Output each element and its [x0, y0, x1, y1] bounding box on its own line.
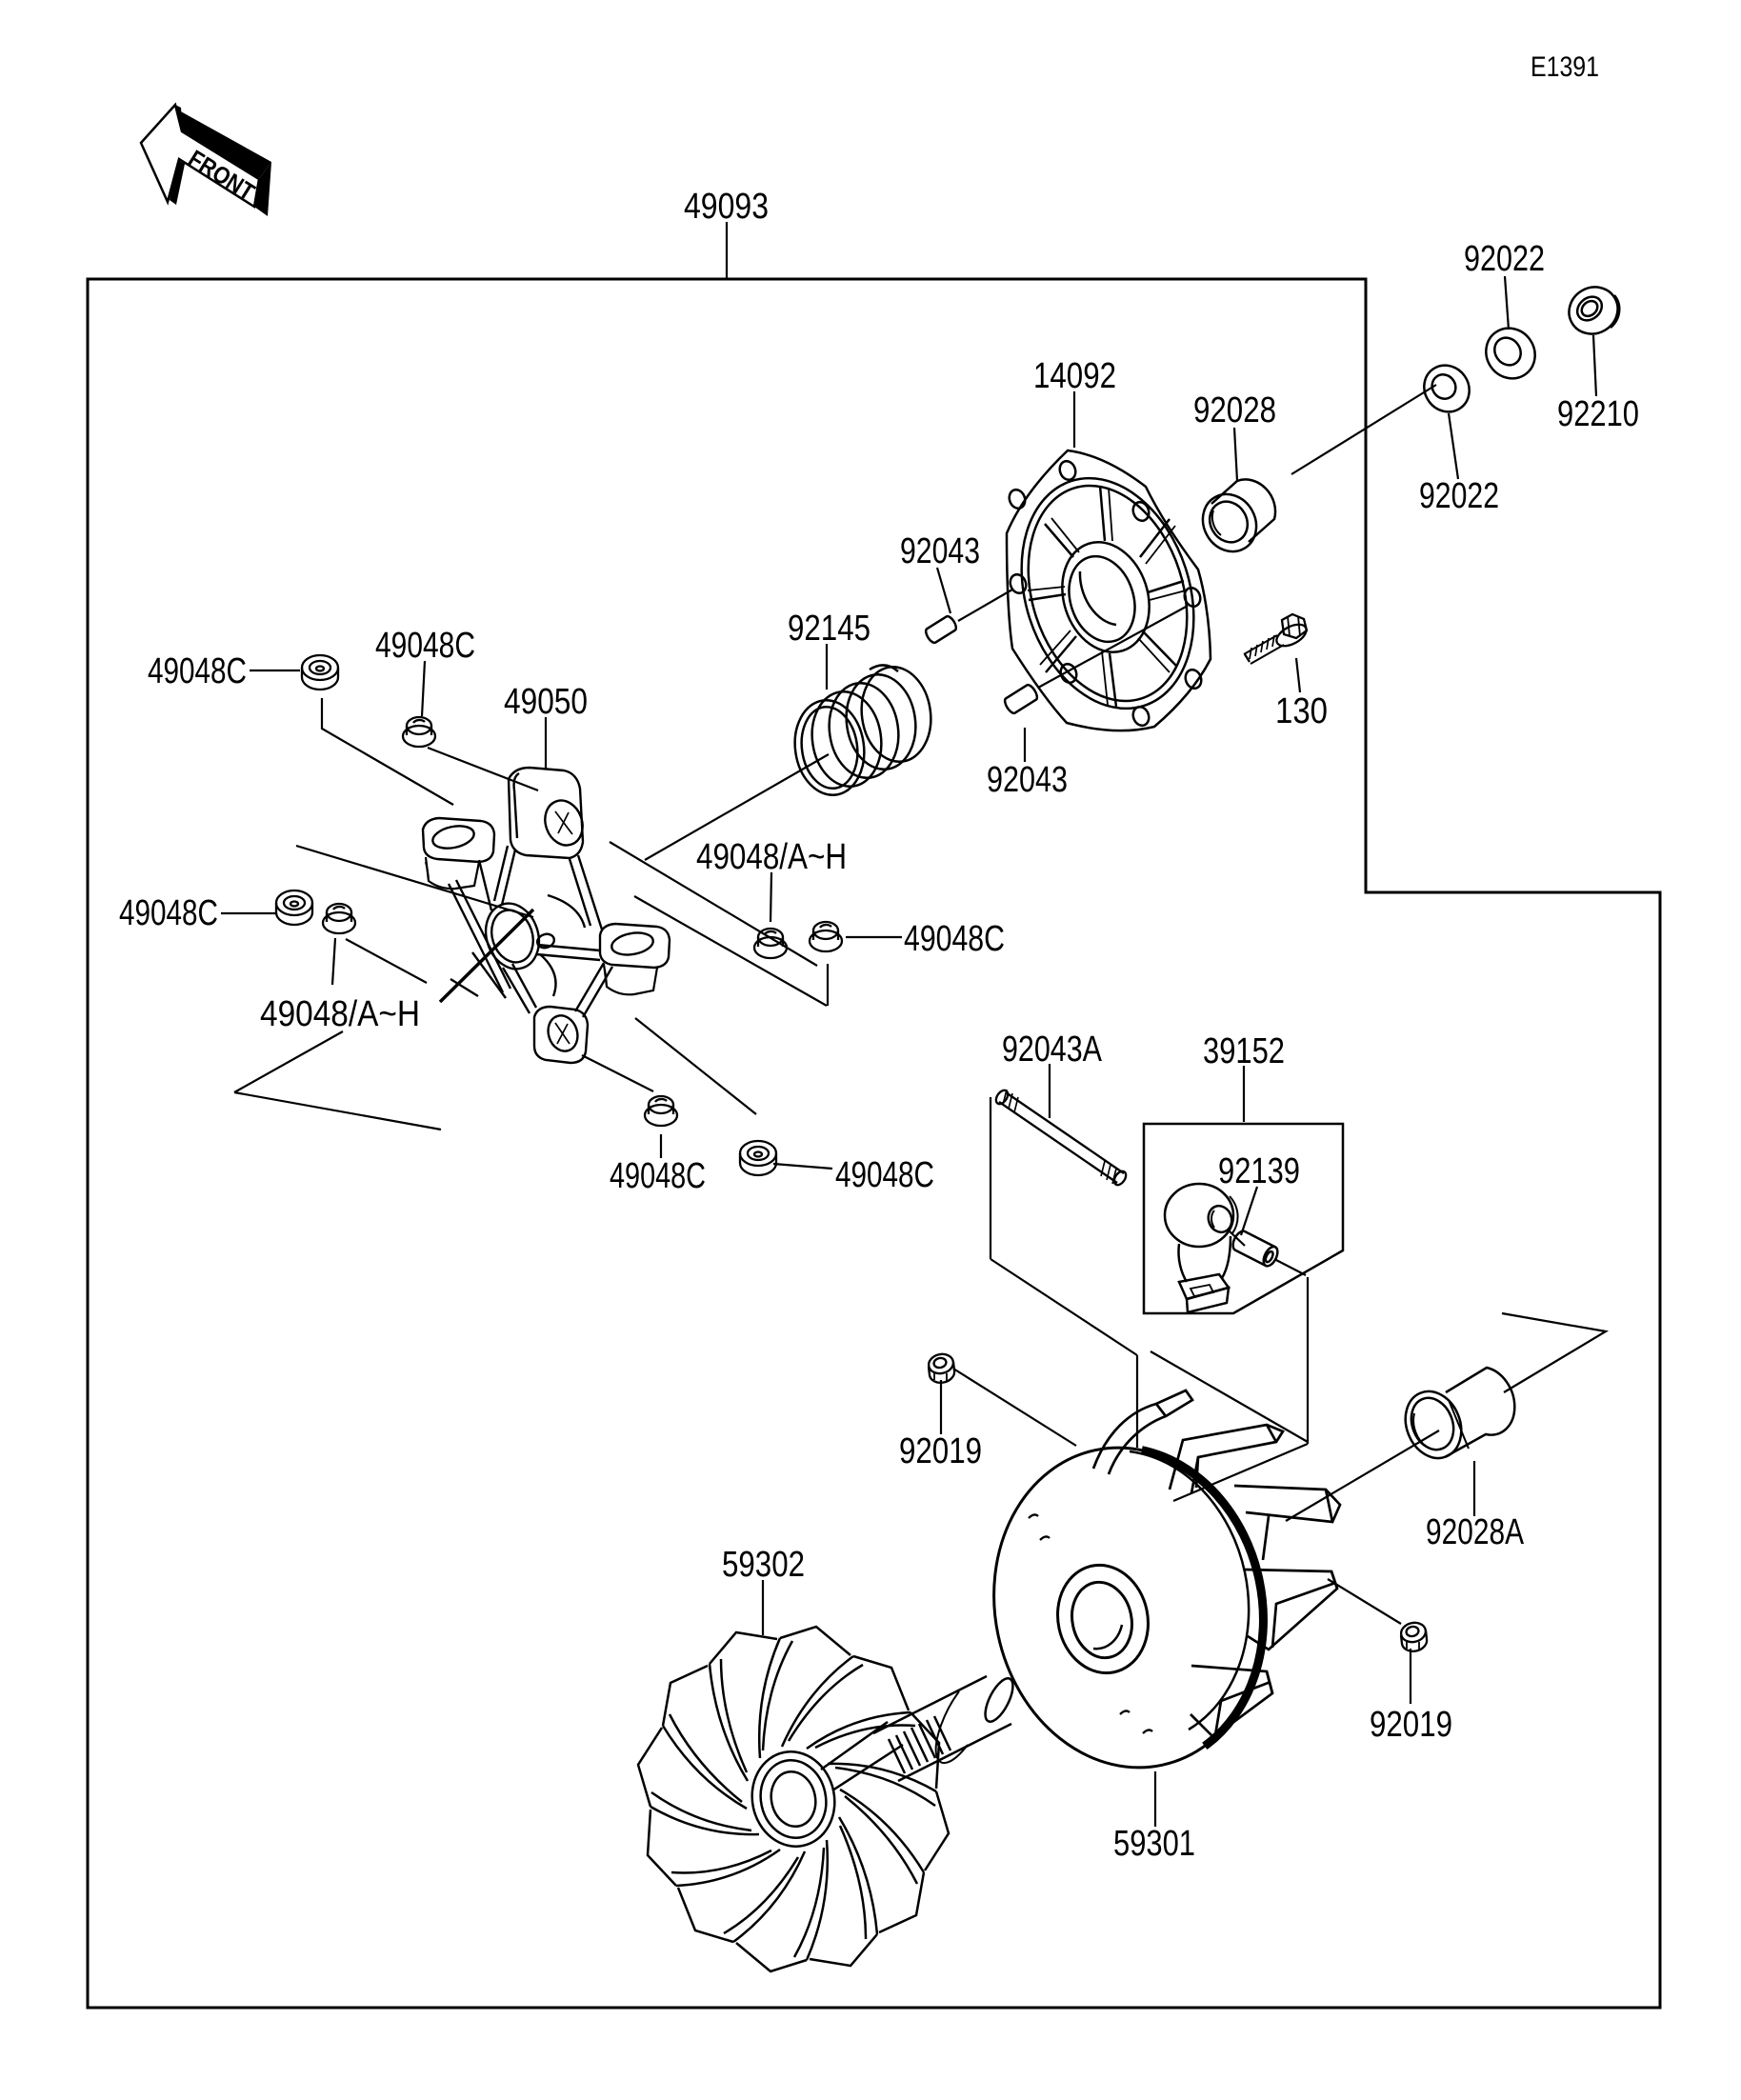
svg-text:92019: 92019	[899, 1431, 982, 1471]
svg-text:49048/A~H: 49048/A~H	[260, 994, 420, 1034]
svg-text:49048C: 49048C	[904, 919, 1005, 959]
svg-text:92145: 92145	[788, 609, 870, 649]
svg-text:49048C: 49048C	[119, 893, 218, 933]
svg-text:92028: 92028	[1193, 390, 1276, 430]
svg-text:92210: 92210	[1557, 394, 1639, 434]
svg-text:92022: 92022	[1419, 476, 1499, 516]
svg-text:49048C: 49048C	[835, 1155, 934, 1195]
svg-text:14092: 14092	[1033, 356, 1116, 396]
svg-text:92139: 92139	[1218, 1151, 1300, 1191]
svg-text:E1391: E1391	[1531, 51, 1599, 83]
svg-text:49093: 49093	[684, 187, 769, 227]
svg-text:92043A: 92043A	[1002, 1030, 1103, 1070]
svg-text:49048C: 49048C	[375, 626, 475, 666]
svg-text:49050: 49050	[504, 682, 588, 722]
svg-text:92019: 92019	[1370, 1705, 1452, 1745]
svg-text:92043: 92043	[987, 760, 1068, 800]
svg-text:59301: 59301	[1113, 1824, 1195, 1864]
svg-text:39152: 39152	[1203, 1031, 1285, 1071]
svg-text:49048C: 49048C	[148, 651, 247, 691]
svg-text:92022: 92022	[1464, 239, 1545, 279]
svg-text:59302: 59302	[722, 1545, 805, 1585]
svg-text:92028A: 92028A	[1426, 1512, 1525, 1552]
svg-text:130: 130	[1275, 691, 1328, 731]
svg-text:92043: 92043	[900, 531, 980, 571]
svg-text:49048C: 49048C	[610, 1156, 706, 1196]
svg-text:49048/A~H: 49048/A~H	[696, 837, 847, 877]
